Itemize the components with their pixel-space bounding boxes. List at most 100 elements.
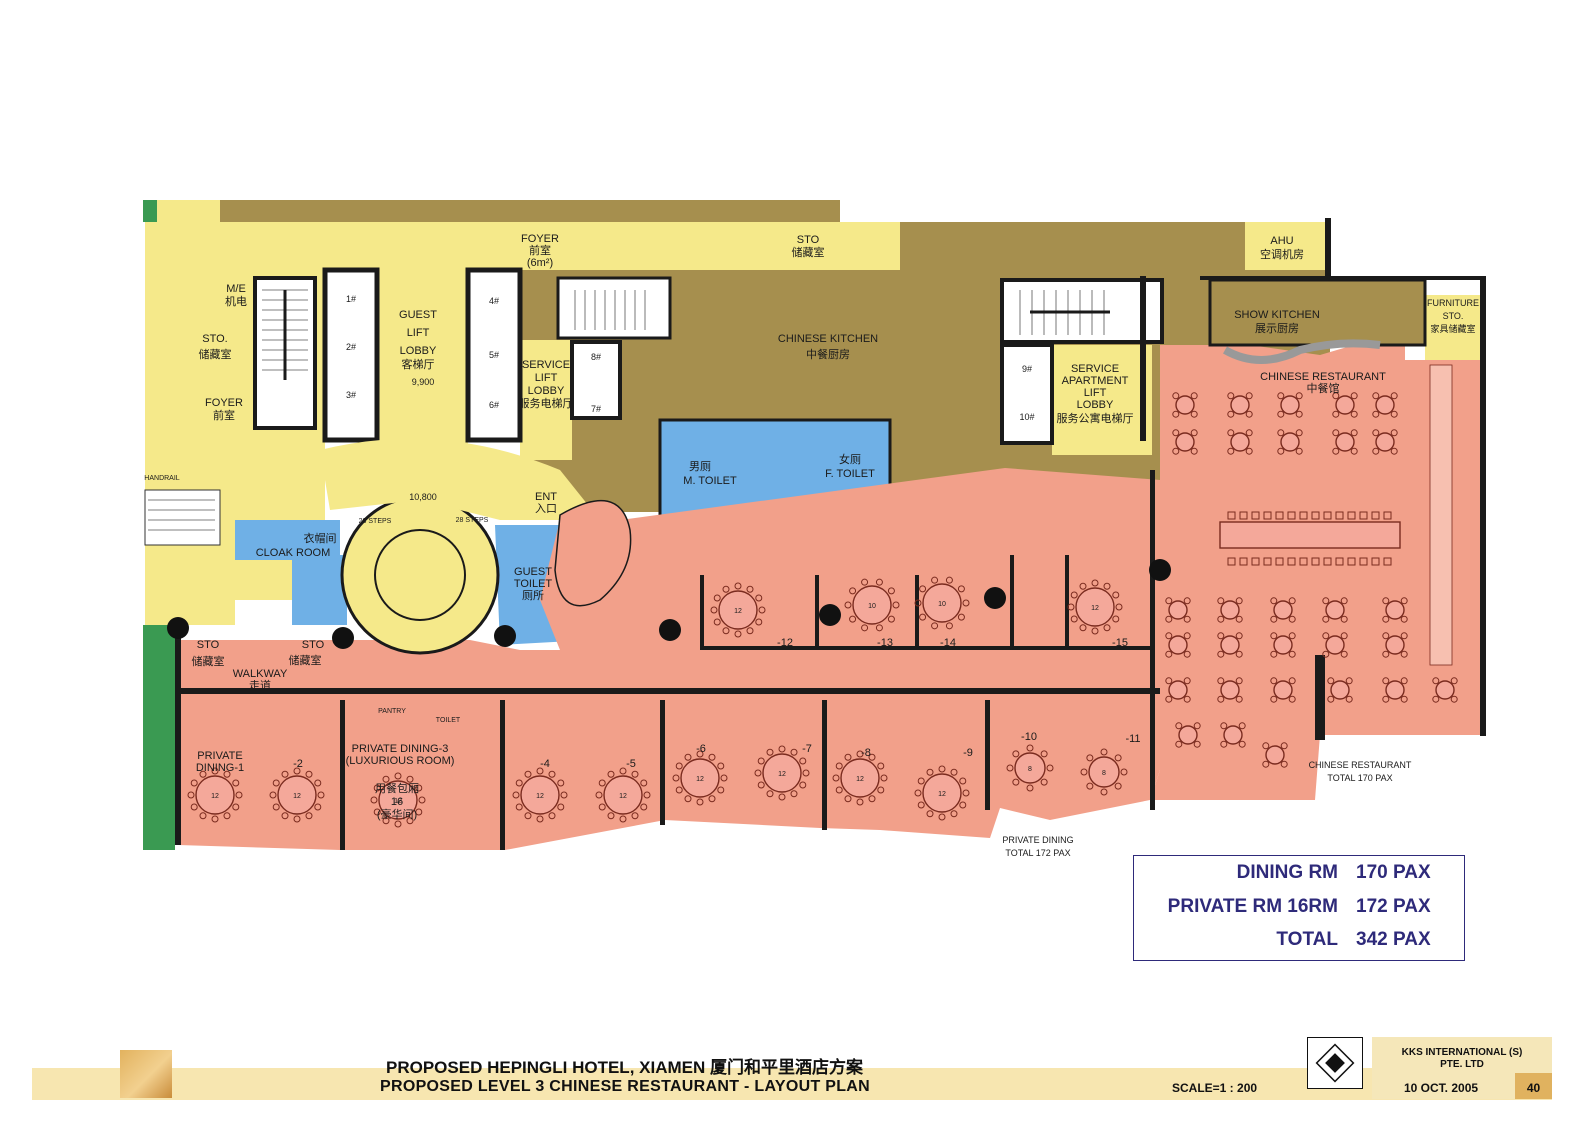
chair [746,627,754,635]
restaurant-table [1375,432,1395,452]
stair-treads [262,289,1110,380]
chair [713,618,721,626]
chair [1026,784,1034,792]
label-handrail: HANDRAIL [144,475,180,482]
table-seat-count: 12 [778,771,786,778]
chair [1400,695,1408,703]
chair [1175,740,1183,748]
room-14: -14 [940,637,956,649]
chair [1183,650,1191,658]
capacity-summary: DINING RM 170 PAX PRIVATE RM 16RM 172 PA… [1133,855,1465,961]
chair [1114,754,1122,762]
chair [1070,591,1078,599]
chair [1227,557,1236,566]
chair [1450,695,1458,703]
chair [1295,447,1303,455]
chair [1311,557,1320,566]
chair [1091,627,1099,635]
summary-label: DINING RM [1236,862,1338,883]
chair [211,767,219,775]
chair [640,779,648,787]
chair [880,774,888,782]
chair [619,815,627,823]
lift-labels: 1# 2# 3# 4# 5# 6# 7# 8# 9# 10# [346,294,1035,422]
chair [926,810,934,818]
chair [1371,557,1380,566]
chair [1114,782,1122,790]
chair [317,791,325,799]
chair [631,770,639,778]
chair [607,812,615,820]
kitchen-zone-top [218,200,840,222]
lift-9: 9# [1022,364,1032,374]
chair [856,750,864,758]
label-steps-right: 28 STEPS [456,517,489,524]
chair [1322,650,1330,658]
round-table [195,775,235,815]
label-private-dining-3: PRIVATE DINING-3(LUXURIOUS ROOM) [346,743,455,767]
round-table [1075,587,1115,627]
chair [1175,722,1183,730]
chair [1112,615,1120,623]
escalator-lines [148,499,215,531]
chair [1270,615,1278,623]
round-table [603,775,643,815]
lift-2: 2# [346,342,356,352]
chair [790,790,798,798]
restaurant-table [1435,680,1455,700]
chair [1350,392,1358,400]
chair [1270,677,1278,685]
chair [790,748,798,756]
chair [619,767,627,775]
cloak-passage [292,555,347,625]
chair [1323,511,1332,520]
furniture-yellow [1425,295,1480,360]
chair [1262,760,1270,768]
chair [1251,557,1260,566]
green-edge [143,625,175,850]
chair [1340,650,1348,658]
service-corridor-band [145,222,900,270]
summary-label: PRIVATE RM 16RM [1167,896,1338,917]
table-seat-count: 12 [293,793,301,800]
chair [892,601,900,609]
chair [223,770,231,778]
chair [1347,557,1356,566]
chair [1270,597,1278,605]
chair [708,795,716,803]
restaurant-table [1175,395,1195,415]
lift-core-3 [570,340,622,420]
chair [1371,511,1380,520]
chair [950,810,958,818]
chair [914,599,922,607]
restaurant-table [1220,680,1240,700]
chair [1332,392,1340,400]
project-title: PROPOSED HEPINGLI HOTEL, XIAMEN 厦门和平里酒店方… [386,1058,863,1077]
chair [1012,750,1020,758]
chair [1120,768,1128,776]
chair [1359,511,1368,520]
chair [1165,650,1173,658]
restaurant-table [1175,432,1195,452]
chair [1220,740,1228,748]
chair [1217,615,1225,623]
chair [1347,511,1356,520]
chair [272,803,280,811]
round-table [680,758,720,798]
chair [1450,677,1458,685]
chair [515,803,523,811]
chair [945,622,953,630]
chair [406,775,414,783]
chair [314,803,322,811]
chair [717,762,725,770]
chair [607,770,615,778]
chair [1288,695,1296,703]
chair [1382,677,1390,685]
chair [1400,677,1408,685]
